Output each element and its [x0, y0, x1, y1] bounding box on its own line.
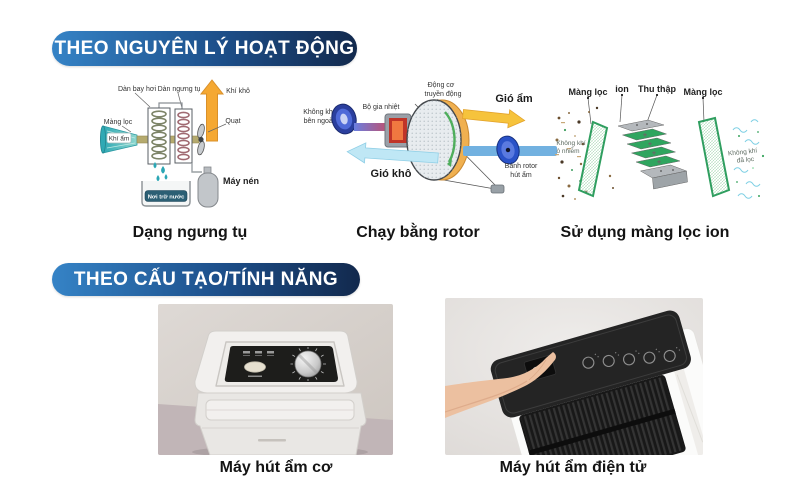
evaporator-coil: [147, 102, 183, 165]
svg-text:+: +: [652, 151, 656, 157]
label-compressor: Máy nén: [223, 176, 259, 186]
clean-air-swirls: [732, 119, 761, 199]
water-drops: [153, 162, 168, 188]
caption-condensation: Dạng ngưng tụ: [132, 224, 248, 241]
diagram-rotor: Động cơ truyền động Không khí bên ngoài …: [295, 76, 557, 216]
label-water-tank: Nơi trữ nước: [148, 194, 185, 200]
label-fan: Quạt: [225, 118, 240, 125]
touch-control-panel: [490, 310, 691, 418]
label-polluted-air-2: ô nhiễm: [556, 146, 579, 155]
label-filter-right: Màng lọc: [683, 87, 722, 97]
brand-badge: [244, 361, 266, 373]
section-title-operating-principle: THEO NGUYÊN LÝ HOẠT ĐỘNG: [52, 31, 357, 66]
front-brand-mark: [258, 439, 286, 442]
caption-ion-filter: Sử dụng màng lọc ion: [560, 224, 730, 241]
knob-tick-marks: [290, 347, 326, 381]
section-title-structure-features: THEO CẤU TẠO/TÍNH NĂNG: [52, 263, 360, 296]
electronic-dehumidifier-body: 23: [490, 310, 703, 455]
label-condenser: Dàn ngưng tụ: [158, 86, 201, 93]
compressor-pipe: [191, 163, 202, 173]
photo-electronic-dehumidifier: 23: [445, 298, 703, 455]
drive-pulley: [490, 184, 505, 194]
humid-wind-arrow: [462, 109, 526, 129]
label-dry-wind: Gió khô: [371, 168, 412, 180]
clean-air-particles: [736, 131, 765, 197]
diagram-ion-filter: Màng lọc ion Thu thập Màng lọc: [553, 78, 768, 213]
hand-pressing-button: [445, 352, 556, 418]
outside-air-ring: [331, 103, 357, 135]
label-outside-air-1: Không khí: [303, 109, 335, 116]
filter-panel-left: [577, 120, 609, 198]
photo-mechanical-dehumidifier: [158, 304, 393, 455]
label-clean-air-1: Không khí: [728, 147, 758, 157]
condenser-coil: [174, 108, 193, 164]
diagram-condensation: Dàn bay hơi Dàn ngưng tụ Khí khô Màng lọ…: [98, 77, 263, 209]
caption-electronic: Máy hút ẩm điện tử: [499, 459, 647, 476]
mechanical-dehumidifier-body: [194, 330, 367, 455]
label-clean-air-2: đã lọc: [736, 156, 755, 165]
panel-indicator-labels: [243, 351, 274, 356]
dry-air-arrow: [199, 79, 225, 142]
label-heater: Bộ gia nhiệt: [363, 104, 400, 111]
fan-icon: [197, 123, 205, 156]
svg-text:+: +: [643, 133, 647, 139]
collector-plate-stack: + + + +: [617, 119, 688, 190]
label-filter: Màng lọc: [104, 119, 133, 126]
heater-box: [384, 113, 412, 148]
section-title-text: THEO CẤU TẠO/TÍNH NĂNG: [73, 268, 339, 290]
rotor-wheel: [496, 135, 520, 165]
label-rotor-wheel-1: Bánh rotor: [505, 163, 538, 170]
label-collect: Thu thập: [638, 84, 676, 94]
air-grille: [519, 375, 686, 455]
label-rotor-wheel-2: hút ẩm: [510, 171, 532, 179]
humid-air-funnel: Khí ẩm: [100, 125, 138, 154]
button-indicator-dots: [594, 347, 681, 358]
caption-rotor: Chạy bằng rotor: [356, 224, 480, 241]
intake-pipe: [354, 123, 388, 131]
filter-panel-right: [697, 116, 731, 198]
polluted-air-particles: [555, 106, 614, 200]
label-outside-air-2: bên ngoài: [304, 118, 335, 125]
rotor-disc: [406, 99, 470, 181]
touch-buttons: [582, 349, 676, 369]
compressor: [197, 166, 219, 208]
water-tank: Nơi trữ nước: [141, 181, 191, 207]
label-ion: ion: [615, 84, 629, 94]
caption-mechanical: Máy hút ẩm cơ: [219, 459, 333, 476]
section-title-text: THEO NGUYÊN LÝ HOẠT ĐỘNG: [54, 37, 355, 59]
label-humid-air: Khí ẩm: [109, 135, 130, 143]
svg-text:+: +: [657, 160, 661, 166]
dry-wind-arrow: [346, 142, 439, 164]
label-polluted-air-1: Không khí: [556, 140, 585, 147]
label-motor-2: truyền động: [425, 89, 462, 98]
label-humid-wind: Gió ẩm: [495, 93, 533, 105]
label-evaporator: Dàn bay hơi: [118, 86, 157, 93]
label-filter-left: Màng lọc: [568, 87, 607, 97]
label-dry-air: Khí khô: [226, 88, 250, 95]
svg-text:+: +: [648, 142, 652, 148]
label-motor-1: Động cơ: [428, 82, 455, 89]
